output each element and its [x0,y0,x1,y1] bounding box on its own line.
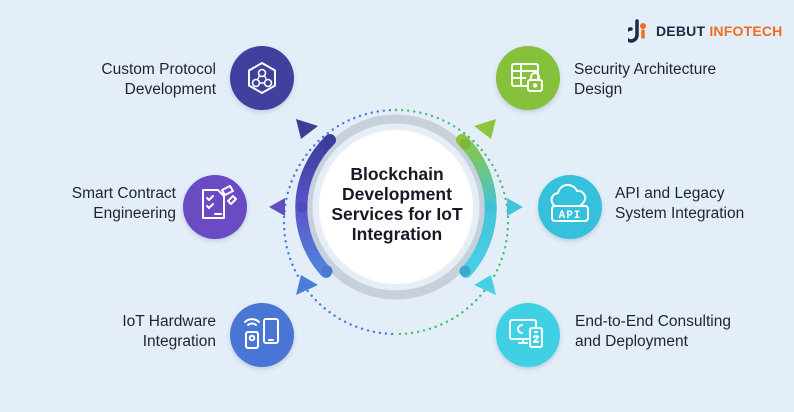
service-icon-custom-protocol [230,46,294,110]
iot-device-icon [244,318,279,349]
label-line: and Deployment [575,333,688,350]
connector-dot [484,201,496,213]
api-icon-text: API [559,210,582,222]
pointer-arrow [296,119,318,139]
label-line: Engineering [93,205,176,222]
connector-dot [459,138,471,150]
label-line: End-to-End Consulting [575,313,731,330]
dotted-ring-left [282,108,398,336]
pointer-arrow [474,275,496,295]
label-line: API and Legacy [615,185,725,202]
center-title-line: Integration [351,224,443,244]
hexagon-nodes-icon [248,61,276,95]
label-smart-contract: Smart Contract Engineering [72,184,176,224]
label-end-to-end: End-to-End Consulting and Deployment [575,312,731,352]
debut-logo-icon [628,19,646,43]
brand-name: DEBUT INFOTECH [656,23,782,39]
service-icon-end-to-end [496,303,560,367]
service-icon-api-legacy [538,175,602,239]
pointer-arrow [507,198,523,216]
label-custom-protocol: Custom Protocol Development [101,60,216,100]
connector-dot [459,265,471,277]
contract-checklist-icon [202,185,237,219]
inner-circle [317,128,475,286]
label-line: IoT Hardware [122,313,216,330]
label-iot-hardware: IoT Hardware Integration [122,312,216,352]
brand-name-part2: INFOTECH [709,23,783,39]
grid-lock-icon [511,63,543,92]
connector-dot [296,201,308,213]
pointer-arrow [269,198,285,216]
service-icon-iot-hardware [230,303,294,367]
label-line: System Integration [615,205,745,222]
connector-dot [321,138,333,150]
cloud-api-icon [550,183,589,222]
label-line: Security Architecture [574,61,717,78]
connector-dot [321,265,333,277]
label-line: Smart Contract [71,185,176,202]
pointer-arrow [474,119,496,139]
label-line: Design [574,81,623,98]
service-icon-security-architecture [496,46,560,110]
label-security-architecture: Security Architecture Design [574,60,716,100]
dotted-ring-right [394,108,510,336]
label-api-legacy: API and Legacy System Integration [615,184,744,224]
center-title: Blockchain Development Services for IoT … [322,164,472,244]
pointer-arrow [296,275,318,295]
brand-name-part1: DEBUT [656,23,706,39]
brand-logo: DEBUT INFOTECH [628,18,782,44]
monitor-phone-icon [509,319,543,348]
grey-ring [303,114,489,300]
center-title-line: Development [342,184,452,204]
center-title-line: Services for IoT [331,204,463,224]
label-line: Integration [142,333,216,350]
label-line: Custom Protocol [101,61,216,78]
service-icon-smart-contract [183,175,247,239]
label-line: Development [124,81,216,98]
center-title-line: Blockchain [350,164,444,184]
